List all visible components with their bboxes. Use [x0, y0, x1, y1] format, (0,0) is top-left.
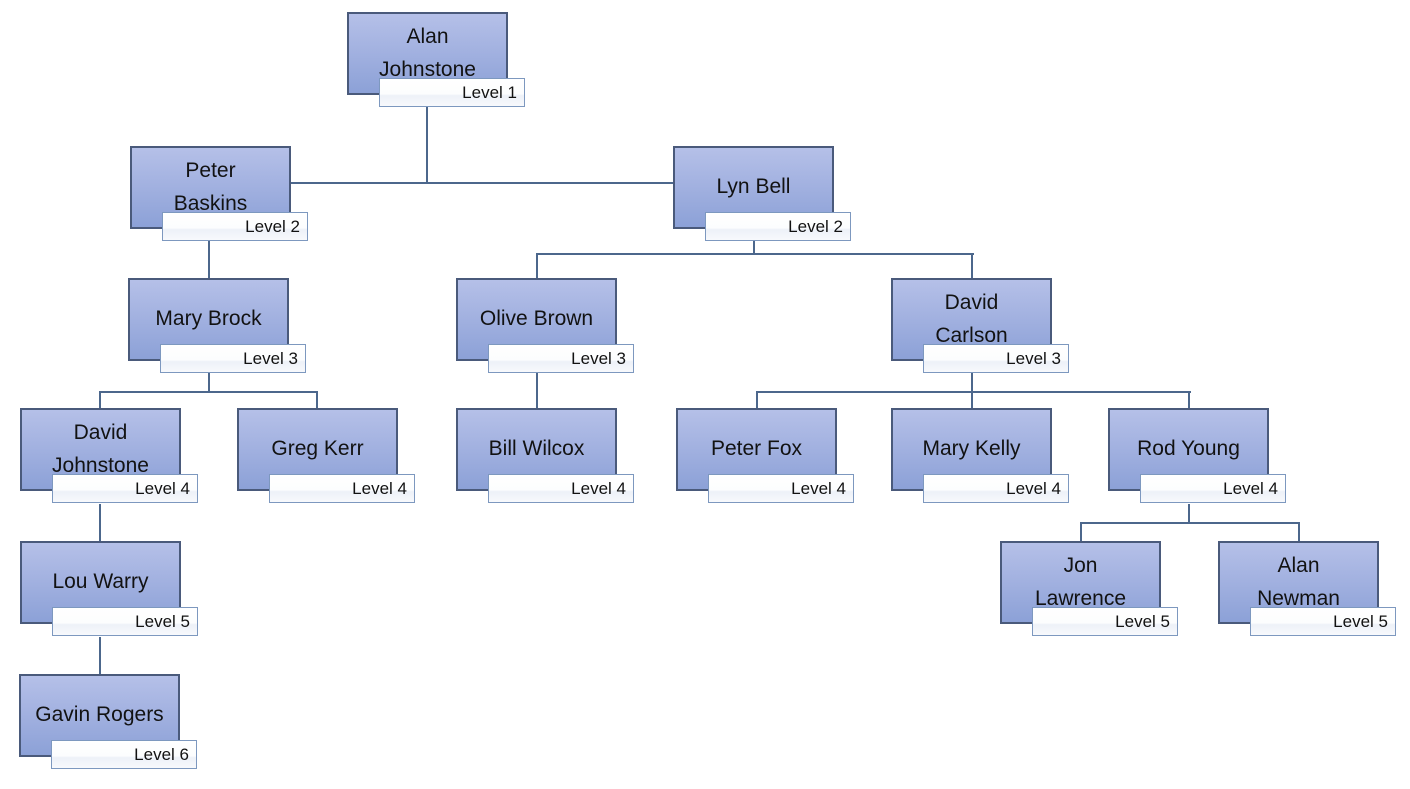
org-node-greg-kerr[interactable]: Greg Kerr Level 4	[237, 408, 415, 503]
level-badge-text: Level 4	[352, 478, 407, 498]
connector-olive-stub	[536, 253, 538, 278]
org-node-alan-newman[interactable]: Alan Newman Level 5	[1218, 541, 1396, 636]
connector-alan-drop	[426, 107, 428, 184]
level-badge: Level 3	[160, 344, 306, 373]
node-name: David Johnstone	[52, 420, 149, 477]
connector-newman-stub	[1298, 522, 1300, 541]
connector-rod-stub	[1188, 391, 1190, 408]
level-badge: Level 4	[1140, 474, 1286, 503]
connector-lyn-bus	[536, 253, 974, 255]
level-badge: Level 4	[708, 474, 854, 503]
level-badge: Level 1	[379, 78, 525, 107]
level-badge-text: Level 3	[243, 348, 298, 368]
org-node-david-johnstone[interactable]: David Johnstone Level 4	[20, 408, 198, 503]
connector-level2-bus	[291, 182, 673, 184]
level-badge-text: Level 3	[571, 348, 626, 368]
level-badge: Level 3	[488, 344, 634, 373]
org-node-bill-wilcox[interactable]: Bill Wilcox Level 4	[456, 408, 634, 503]
node-name: Jon Lawrence	[1034, 553, 1127, 610]
level-badge-text: Level 5	[1115, 611, 1170, 631]
node-name: Greg Kerr	[271, 437, 364, 461]
level-badge: Level 5	[52, 607, 198, 636]
level-badge-text: Level 6	[134, 744, 189, 764]
org-node-david-carlson[interactable]: David Carlson Level 3	[891, 278, 1069, 373]
node-name: David Carlson	[935, 290, 1008, 347]
org-node-alan-johnstone[interactable]: Alan Johnstone Level 1	[347, 12, 525, 107]
level-badge-text: Level 3	[1006, 348, 1061, 368]
level-badge: Level 2	[162, 212, 308, 241]
node-name: Gavin Rogers	[35, 703, 164, 727]
level-badge: Level 4	[488, 474, 634, 503]
org-node-peter-baskins[interactable]: Peter Baskins Level 2	[130, 146, 308, 241]
level-badge: Level 4	[923, 474, 1069, 503]
level-badge-text: Level 4	[1223, 478, 1278, 498]
org-node-olive-brown[interactable]: Olive Brown Level 3	[456, 278, 634, 373]
connector-peter-to-mary	[208, 240, 210, 278]
level-badge-text: Level 2	[245, 216, 300, 236]
connector-mary-bus	[99, 391, 318, 393]
level-badge: Level 5	[1250, 607, 1396, 636]
org-node-mary-brock[interactable]: Mary Brock Level 3	[128, 278, 306, 373]
node-name: Alan Johnstone	[379, 24, 476, 81]
connector-davidj-stub	[99, 391, 101, 408]
level-badge: Level 3	[923, 344, 1069, 373]
connector-lyn-drop	[753, 240, 755, 255]
level-badge: Level 4	[52, 474, 198, 503]
node-name: Olive Brown	[479, 307, 594, 331]
node-name: Lyn Bell	[716, 175, 791, 199]
connector-davidj-to-lou	[99, 504, 101, 541]
connector-mary-drop	[208, 372, 210, 393]
node-name: Mary Kelly	[922, 437, 1021, 461]
level-badge: Level 6	[51, 740, 197, 769]
level-badge: Level 4	[269, 474, 415, 503]
connector-marykelly-stub	[971, 391, 973, 408]
level-badge-text: Level 4	[1006, 478, 1061, 498]
level-badge: Level 2	[705, 212, 851, 241]
level-badge-text: Level 4	[571, 478, 626, 498]
level-badge: Level 5	[1032, 607, 1178, 636]
node-name: Bill Wilcox	[488, 437, 585, 461]
connector-olive-to-bill	[536, 372, 538, 408]
level-badge-text: Level 1	[462, 82, 517, 102]
connector-carlson-stub	[971, 253, 973, 278]
connector-carlson-drop	[971, 372, 973, 393]
node-name: Rod Young	[1137, 437, 1240, 461]
connector-rod-drop	[1188, 504, 1190, 523]
level-badge-text: Level 5	[1333, 611, 1388, 631]
org-node-rod-young[interactable]: Rod Young Level 4	[1108, 408, 1286, 503]
level-badge-text: Level 2	[788, 216, 843, 236]
node-name: Peter Fox	[710, 437, 803, 461]
org-node-peter-fox[interactable]: Peter Fox Level 4	[676, 408, 854, 503]
connector-jon-stub	[1080, 522, 1082, 541]
node-name: Peter Baskins	[173, 158, 248, 215]
node-name: Lou Warry	[52, 570, 149, 594]
org-node-lou-warry[interactable]: Lou Warry Level 5	[20, 541, 198, 636]
org-node-lyn-bell[interactable]: Lyn Bell Level 2	[673, 146, 851, 241]
org-node-jon-lawrence[interactable]: Jon Lawrence Level 5	[1000, 541, 1178, 636]
level-badge-text: Level 5	[135, 611, 190, 631]
level-badge-text: Level 4	[135, 478, 190, 498]
level-badge-text: Level 4	[791, 478, 846, 498]
node-name: Alan Newman	[1257, 553, 1340, 610]
org-node-mary-kelly[interactable]: Mary Kelly Level 4	[891, 408, 1069, 503]
connector-carlson-bus	[756, 391, 1191, 393]
connector-lou-to-gavin	[99, 637, 101, 674]
org-node-gavin-rogers[interactable]: Gavin Rogers Level 6	[19, 674, 197, 769]
node-name: Mary Brock	[155, 307, 262, 331]
connector-rod-bus	[1080, 522, 1300, 524]
connector-peterfox-stub	[756, 391, 758, 408]
connector-greg-stub	[316, 391, 318, 408]
